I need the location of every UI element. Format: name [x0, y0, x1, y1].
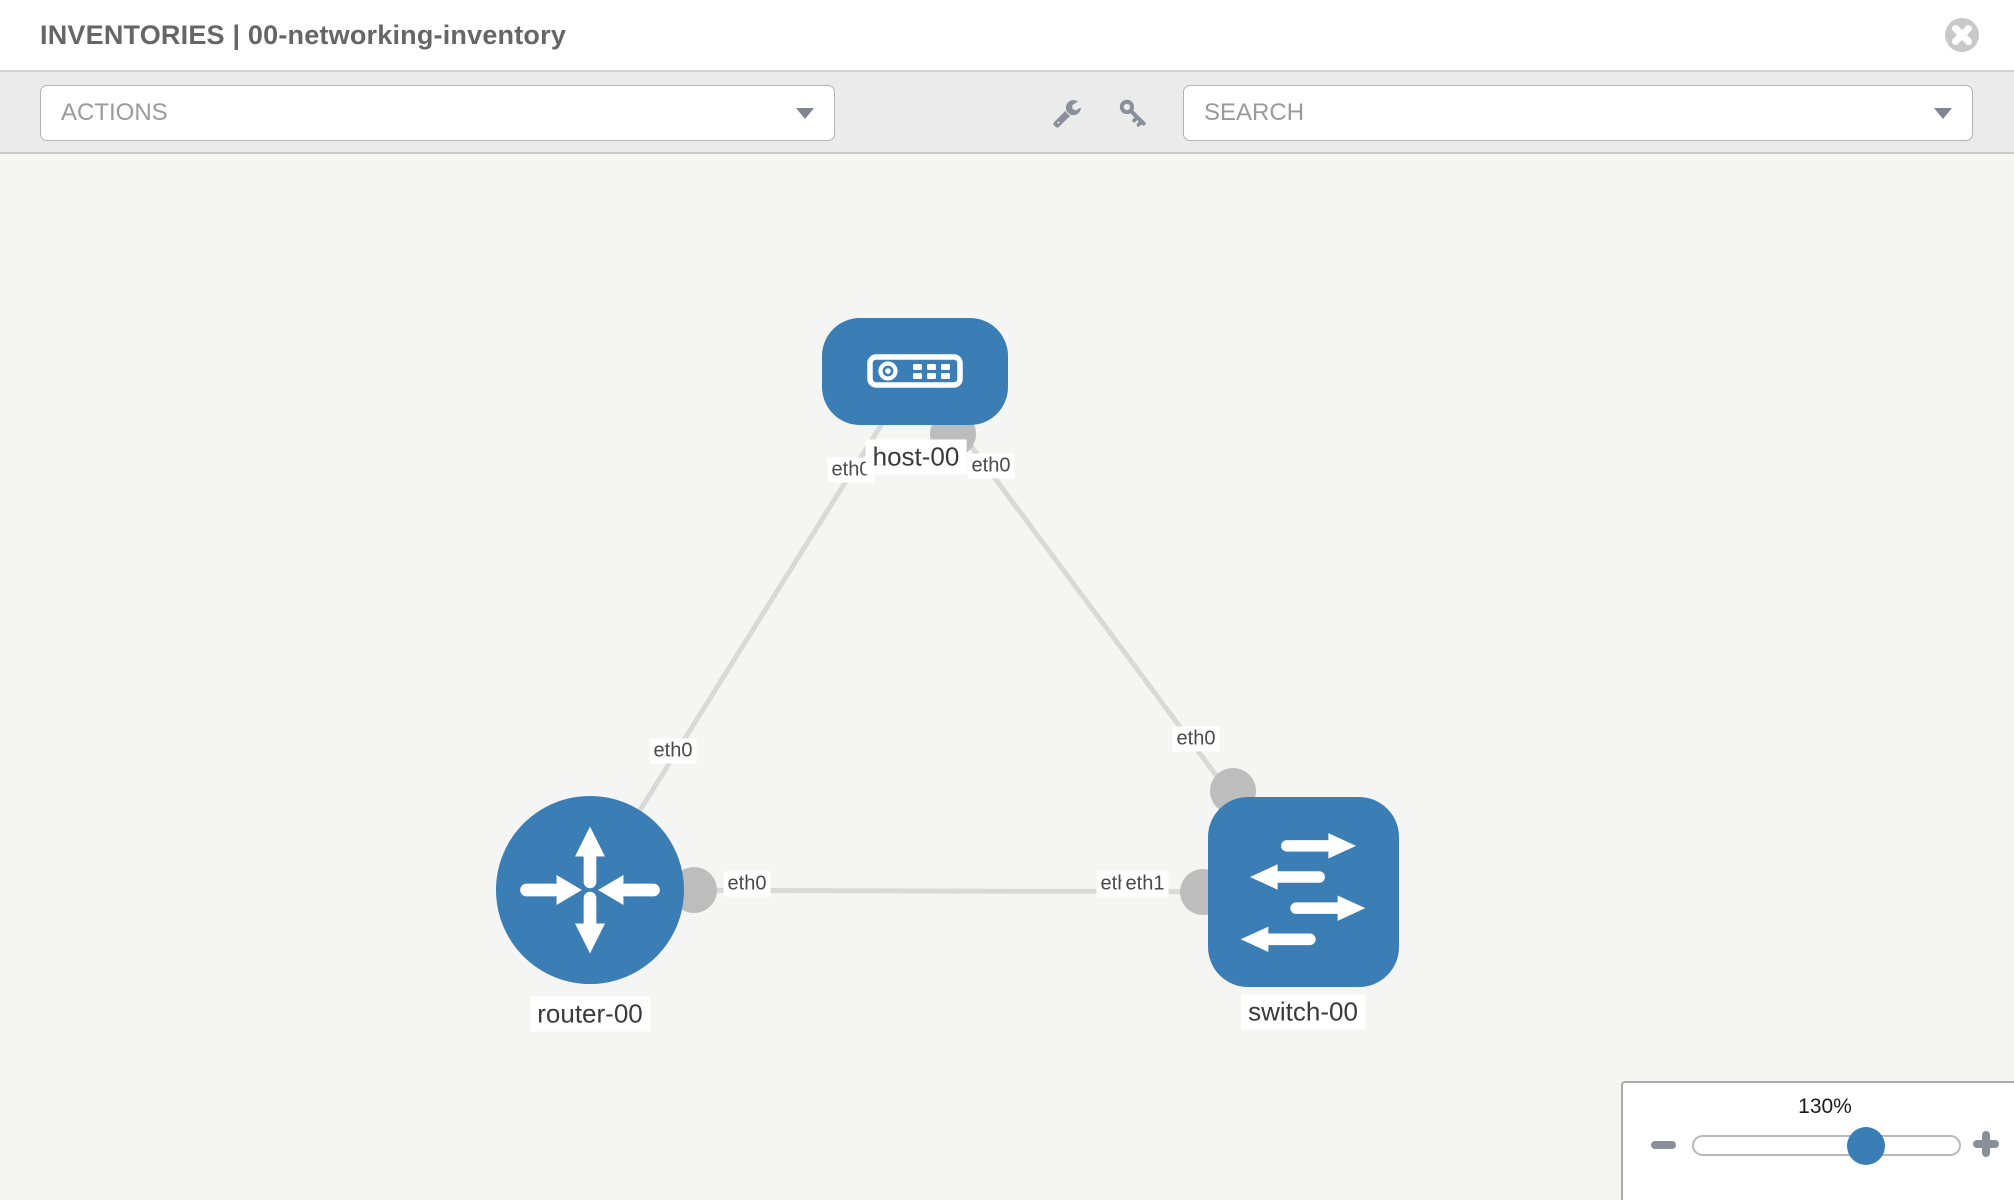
- node-label-host-00: host-00: [865, 439, 967, 475]
- interface-label: eth0: [967, 453, 1015, 479]
- interface-label: eth0: [1172, 726, 1220, 752]
- chevron-down-icon: [1934, 107, 1952, 119]
- actions-dropdown-label: ACTIONS: [61, 99, 168, 126]
- wrench-icon[interactable]: [1052, 98, 1082, 128]
- zoom-slider-knob[interactable]: [1847, 1127, 1885, 1165]
- node-host-00[interactable]: [822, 317, 1008, 425]
- links-layer: [587, 369, 1306, 915]
- interface-label: eth1: [1121, 871, 1169, 897]
- search-dropdown-label: SEARCH: [1204, 99, 1305, 126]
- zoom-slider[interactable]: [1692, 1127, 1961, 1165]
- node-label-router-00: router-00: [530, 996, 650, 1032]
- header: INVENTORIES | 00-networking-inventory: [0, 0, 2014, 72]
- toolbar: ACTIONS SEARCH: [0, 72, 2014, 154]
- node-label-switch-00: switch-00: [1241, 994, 1365, 1030]
- interface-label: eth0: [649, 738, 697, 764]
- actions-dropdown[interactable]: ACTIONS: [40, 85, 835, 141]
- node-router-00[interactable]: [496, 796, 684, 984]
- chevron-down-icon: [796, 107, 814, 119]
- topology-canvas[interactable]: 130% host-00 router-00 switch-00 eth0 eth0…: [0, 154, 2014, 1200]
- node-switch-00[interactable]: [1207, 797, 1399, 987]
- host-icon: [867, 354, 963, 388]
- switch-icon: [1240, 833, 1366, 952]
- close-icon[interactable]: [1944, 17, 1980, 53]
- plus-icon[interactable]: [1973, 1131, 1999, 1157]
- minus-icon[interactable]: [1651, 1141, 1676, 1149]
- interface-label: eth0: [723, 871, 771, 897]
- page-title: INVENTORIES | 00-networking-inventory: [40, 19, 567, 50]
- key-icon[interactable]: [1118, 98, 1148, 128]
- zoom-level: 130%: [1798, 1095, 1852, 1118]
- zoom-panel: 130%: [1621, 1081, 2014, 1200]
- router-icon: [520, 826, 660, 954]
- search-dropdown[interactable]: SEARCH: [1183, 85, 1973, 141]
